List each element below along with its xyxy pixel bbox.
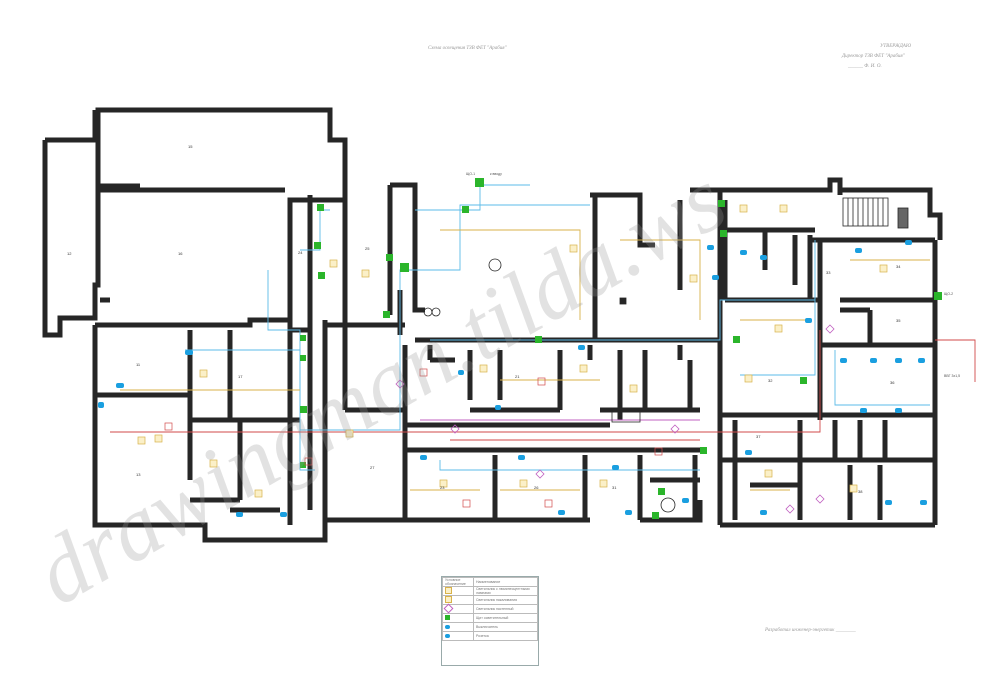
room-number: 36: [890, 380, 895, 385]
sheet-title: Схема освещения ТЗВ ФЕТ "Арабия": [428, 46, 507, 51]
room-number: 31: [612, 485, 617, 490]
legend-row: Светильник с люминесцентными лампами: [473, 586, 538, 596]
wall-lamp-icon: [443, 603, 454, 614]
legend-row: Розетка: [473, 631, 538, 641]
approval-line-2: Директор ТЗВ ФЕТ "Арабия": [842, 54, 905, 59]
lamp-fixtures: [137, 204, 888, 498]
room-number: 37: [756, 434, 761, 439]
panel-icon: [445, 615, 450, 620]
lamp-icon: [445, 596, 452, 603]
room-number: 23: [440, 485, 445, 490]
approval-line-1: УТВЕРЖДАЮ: [880, 44, 912, 49]
input-label: к вводу: [490, 172, 502, 176]
panel-label-right: ЩО-2: [944, 292, 954, 296]
red-boxes: [164, 368, 663, 508]
room-number: 12: [67, 251, 72, 256]
legend-row: Светильник накаливания: [473, 595, 538, 605]
room-number: 33: [826, 270, 831, 275]
room-number: 21: [515, 374, 520, 379]
legend-head-symbol: Условное обозначение: [442, 577, 474, 587]
room-number: 13: [136, 472, 141, 477]
panel-symbols: [300, 178, 942, 519]
fixtures-misc: [423, 258, 676, 513]
staircase: [842, 197, 909, 229]
room-number: 11: [136, 362, 141, 367]
switch-icon: [445, 624, 450, 629]
approval-line-3: ______ Ф. И. О.: [848, 64, 882, 69]
room-number: 38: [858, 489, 863, 494]
room-number: 16: [178, 251, 183, 256]
legend-head-name: Наименование: [473, 577, 538, 587]
room-number: 26: [534, 485, 539, 490]
panel-label: ЩО-1: [466, 172, 476, 176]
room-number: 17: [238, 374, 243, 379]
socket-symbols: [98, 240, 927, 517]
room-number: 32: [768, 378, 773, 383]
room-number: 27: [370, 465, 375, 470]
legend-row: Светильник настенный: [473, 604, 538, 614]
legend-row: Выключатель: [473, 622, 538, 632]
cable-label-right: ВВГ 3х1,5: [944, 374, 961, 378]
room-number: 35: [896, 318, 901, 323]
wiring: [110, 184, 976, 491]
room-number: 25: [365, 246, 370, 251]
room-number: 34: [896, 264, 901, 269]
switch-symbols: [395, 324, 835, 514]
developer-signature: Разработал инженер-энергетик ________: [765, 628, 856, 633]
room-number: 24: [298, 250, 303, 255]
lamp-icon: [445, 587, 452, 594]
socket-icon: [445, 633, 450, 638]
room-number: 15: [188, 144, 193, 149]
legend-row: Щит осветительный: [473, 613, 538, 623]
legend-table: Условное обозначение Наименование Светил…: [441, 576, 539, 666]
